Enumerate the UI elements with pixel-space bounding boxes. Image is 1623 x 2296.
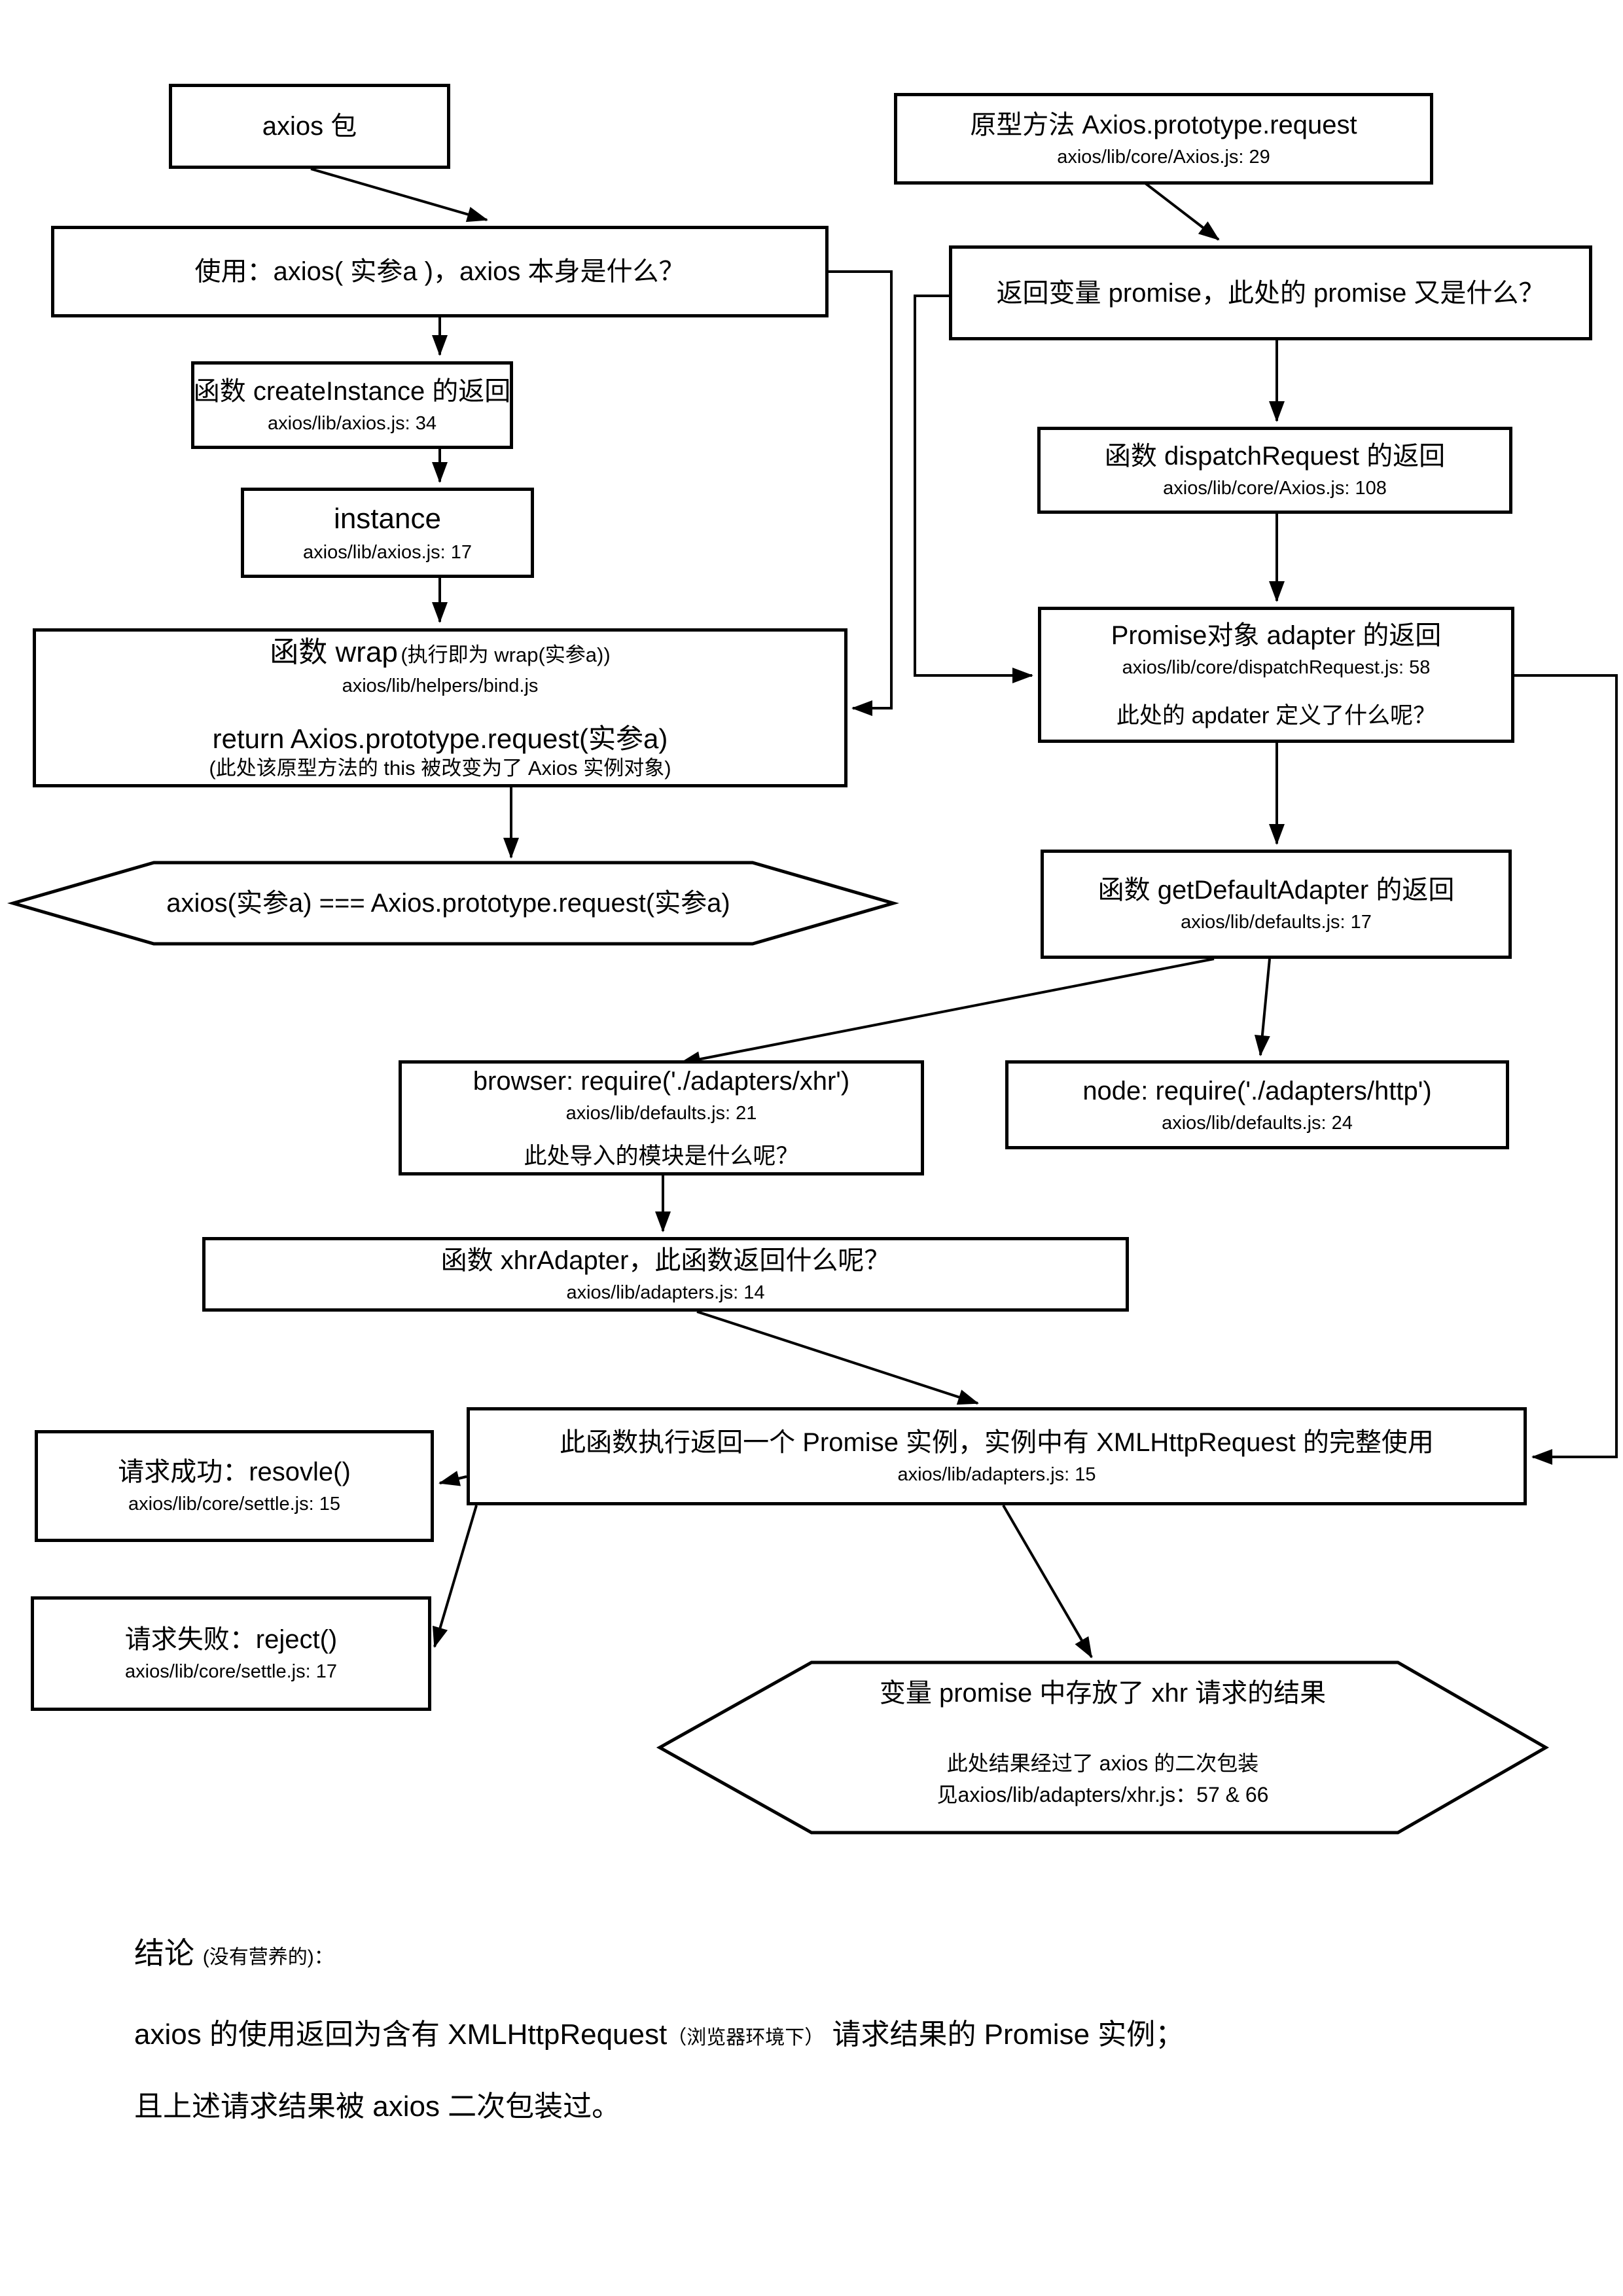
node-create-instance: 函数 createInstance 的返回 axios/lib/axios.js… [191, 361, 513, 449]
node-title: 使用：axios( 实参a )，axios 本身是什么？ [194, 257, 685, 286]
hexagon-equals-label: axios(实参a) === Axios.prototype.request(实… [166, 889, 730, 918]
connector-promiseinstance-to-reject [433, 1505, 478, 1648]
connector-promiseinstance-to-hexresult [1002, 1504, 1093, 1659]
node-title: 请求成功：resovle() [118, 1458, 351, 1487]
node-title: 函数 getDefaultAdapter 的返回 [1097, 876, 1455, 905]
node-title-note: (执行即为 wrap(实参a)) [401, 643, 611, 667]
connector-returnpromise-to-adapter [914, 295, 1033, 683]
node-title: 原型方法 Axios.prototype.request [970, 110, 1357, 139]
node-wrap-function: 函数 wrap (执行即为 wrap(实参a)) axios/lib/helpe… [33, 628, 847, 787]
node-title: instance [334, 503, 441, 535]
conclusion-line1-small: （浏览器环境下） [667, 2027, 825, 2049]
hexagon-result-title: 变量 promise 中存放了 xhr 请求的结果 [879, 1679, 1327, 1708]
source-path: axios/lib/defaults.js: 21 [565, 1103, 757, 1124]
source-path: axios/lib/axios.js: 17 [303, 542, 472, 564]
node-node-http-require: node: require('./adapters/http') axios/l… [1005, 1060, 1509, 1149]
hexagon-equals-shape [7, 861, 900, 946]
wrap-return-statement: return Axios.prototype.request(实参a) [212, 723, 668, 754]
hexagon-result-label: 变量 promise 中存放了 xhr 请求的结果 此处结果经过了 axios … [726, 1677, 1479, 1808]
node-prototype-request: 原型方法 Axios.prototype.request axios/lib/c… [894, 93, 1433, 185]
node-dispatch-request: 函数 dispatchRequest 的返回 axios/lib/core/Ax… [1037, 427, 1512, 514]
conclusion-heading-note: (没有营养的)： [202, 1946, 334, 1968]
wrap-return-note: (此处该原型方法的 this 被改变为了 Axios 实例对象) [209, 757, 671, 780]
source-path: axios/lib/adapters.js: 14 [566, 1282, 765, 1303]
node-promise-instance: 此函数执行返回一个 Promise 实例，实例中有 XMLHttpRequest… [467, 1407, 1527, 1505]
conclusion-line1-main: axios 的使用返回为含有 XMLHttpRequest [134, 2018, 668, 2051]
node-title: node: require('./adapters/http') [1082, 1076, 1432, 1105]
conclusion-block: 结论 (没有营养的)： axios 的使用返回为含有 XMLHttpReques… [134, 1929, 1554, 2125]
node-xhr-adapter: 函数 xhrAdapter，此函数返回什么呢？ axios/lib/adapte… [202, 1237, 1129, 1312]
node-title: 函数 wrap [270, 636, 398, 669]
connector-pkg-to-usage [310, 168, 488, 223]
node-title: 函数 xhrAdapter，此函数返回什么呢？ [440, 1246, 891, 1275]
source-path: axios/lib/axios.js: 34 [268, 412, 437, 434]
node-title: 函数 createInstance 的返回 [193, 376, 511, 406]
node-title: 函数 dispatchRequest 的返回 [1104, 442, 1446, 471]
node-question-note: 此处的 apdater 定义了什么呢？ [1116, 703, 1436, 729]
conclusion-line1-tail: 请求结果的 Promise 实例； [824, 2018, 1185, 2051]
node-usage-question: 使用：axios( 实参a )，axios 本身是什么？ [51, 226, 829, 317]
connector-getdefault-to-browser [679, 958, 1215, 1067]
node-return-promise: 返回变量 promise，此处的 promise 又是什么？ [949, 245, 1592, 340]
source-path: axios/lib/core/settle.js: 15 [128, 1494, 340, 1515]
conclusion-heading: 结论 (没有营养的)： [134, 1929, 1554, 1973]
source-path: axios/lib/core/Axios.js: 29 [1057, 146, 1270, 168]
source-path: axios/lib/adapters.js: 15 [897, 1463, 1096, 1485]
node-promise-adapter: Promise对象 adapter 的返回 axios/lib/core/dis… [1038, 607, 1514, 743]
conclusion-line-2: 且上述请求结果被 axios 二次包装过。 [134, 2090, 621, 2123]
node-question-note: 此处导入的模块是什么呢？ [524, 1143, 799, 1170]
source-path: axios/lib/defaults.js: 17 [1181, 912, 1372, 933]
connector-promiseinstance-to-resolve [438, 1471, 467, 1486]
connector-adapter-to-promiseinstance [1514, 674, 1618, 1465]
node-request-fail-reject: 请求失败：reject() axios/lib/core/settle.js: … [31, 1596, 431, 1711]
hexagon-result-note1: 此处结果经过了 axios 的二次包装 [946, 1751, 1259, 1775]
source-path: axios/lib/core/settle.js: 17 [125, 1661, 337, 1683]
node-title: browser: require('./adapters/xhr') [473, 1067, 850, 1096]
node-request-success-resolve: 请求成功：resovle() axios/lib/core/settle.js:… [35, 1430, 434, 1542]
node-title: 此函数执行返回一个 Promise 实例，实例中有 XMLHttpRequest… [560, 1427, 1434, 1457]
connector-usage-to-wrap [829, 270, 893, 716]
node-title: 请求失败：reject() [124, 1625, 338, 1655]
node-get-default-adapter: 函数 getDefaultAdapter 的返回 axios/lib/defau… [1041, 850, 1512, 959]
source-path: axios/lib/core/Axios.js: 108 [1163, 478, 1387, 499]
hexagon-result-note2: 见axios/lib/adapters/xhr.js：57 & 66 [936, 1783, 1269, 1806]
source-path: axios/lib/helpers/bind.js [342, 675, 539, 697]
source-path: axios/lib/core/dispatchRequest.js: 58 [1122, 657, 1431, 678]
connector-xhradapter-to-promiseinstance [696, 1310, 979, 1405]
node-title: 返回变量 promise，此处的 promise 又是什么？ [996, 278, 1545, 308]
connector-getdefault-to-node [1254, 958, 1271, 1056]
source-path: axios/lib/defaults.js: 24 [1162, 1112, 1353, 1134]
node-instance: instance axios/lib/axios.js: 17 [241, 488, 534, 578]
conclusion-heading-text: 结论 [134, 1936, 203, 1970]
node-axios-package: axios 包 [169, 84, 450, 169]
connector-proto-to-returnpromise [1144, 182, 1220, 241]
wrap-title-line: 函数 wrap (执行即为 wrap(实参a)) [270, 634, 610, 670]
conclusion-line-1: axios 的使用返回为含有 XMLHttpRequest（浏览器环境下） 请求… [134, 2011, 1554, 2053]
node-title: axios 包 [262, 112, 357, 141]
node-browser-xhr-require: browser: require('./adapters/xhr') axios… [399, 1060, 924, 1175]
hexagon-result-shape [656, 1660, 1550, 1835]
node-title: Promise对象 adapter 的返回 [1111, 621, 1442, 650]
